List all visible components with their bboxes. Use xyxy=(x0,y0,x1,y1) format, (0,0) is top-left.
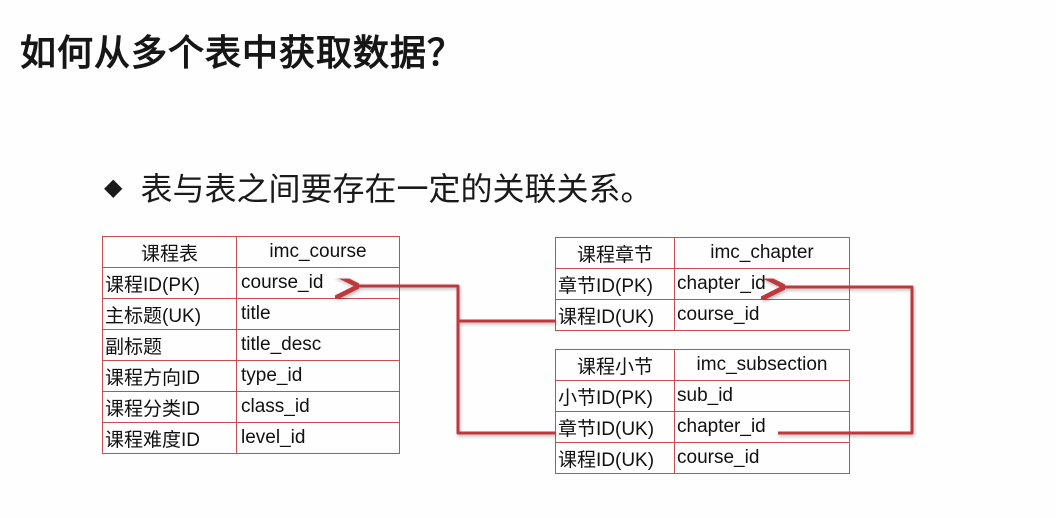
field-label: 课程ID(UK) xyxy=(555,442,675,474)
field-label: 课程分类ID xyxy=(102,391,237,423)
field-label: 副标题 xyxy=(102,329,237,361)
bullet-point: ◆ 表与表之间要存在一定的关联关系。 xyxy=(104,164,652,210)
table-row: 主标题(UK) title xyxy=(102,298,400,330)
table-row: 课程ID(UK) course_id xyxy=(555,442,850,474)
table-row: 课程ID(UK) course_id xyxy=(555,299,850,331)
table-row: 小节ID(PK) sub_id xyxy=(555,380,850,412)
table-header-row: 课程小节 imc_subsection xyxy=(555,349,850,381)
table-cn-name: 课程小节 xyxy=(555,349,675,381)
field-column: type_id xyxy=(236,360,400,392)
field-column: title_desc xyxy=(236,329,400,361)
field-column: course_id xyxy=(674,442,850,474)
field-label: 小节ID(PK) xyxy=(555,380,675,412)
field-label: 章节ID(PK) xyxy=(555,268,675,300)
slide-title: 如何从多个表中获取数据？ xyxy=(20,33,465,74)
table-row: 课程分类ID class_id xyxy=(102,391,400,423)
table-row: 课程难度ID level_id xyxy=(102,422,400,454)
table-row: 课程ID(PK) course_id xyxy=(102,267,400,299)
table-cn-name: 课程章节 xyxy=(555,237,675,269)
table-row: 章节ID(UK) chapter_id xyxy=(555,411,850,443)
field-label: 课程难度ID xyxy=(102,422,237,454)
field-label: 主标题(UK) xyxy=(102,298,237,330)
table-header-row: 课程表 imc_course xyxy=(102,236,400,268)
diamond-bullet-icon: ◆ xyxy=(104,173,123,201)
field-label: 课程ID(UK) xyxy=(555,299,675,331)
field-column: level_id xyxy=(236,422,400,454)
table-row: 章节ID(PK) chapter_id xyxy=(555,268,850,300)
field-column: class_id xyxy=(236,391,400,423)
field-label: 章节ID(UK) xyxy=(555,411,675,443)
field-column: title xyxy=(236,298,400,330)
table-row: 课程方向ID type_id xyxy=(102,360,400,392)
field-column: course_id xyxy=(236,267,400,299)
table-db-name: imc_subsection xyxy=(674,349,850,381)
subsection-table: 课程小节 imc_subsection 小节ID(PK) sub_id 章节ID… xyxy=(555,349,850,474)
table-db-name: imc_chapter xyxy=(674,237,850,269)
table-row: 副标题 title_desc xyxy=(102,329,400,361)
field-label: 课程ID(PK) xyxy=(102,267,237,299)
field-column: course_id xyxy=(674,299,850,331)
bullet-text: 表与表之间要存在一定的关联关系。 xyxy=(140,170,653,208)
course-table: 课程表 imc_course 课程ID(PK) course_id 主标题(UK… xyxy=(102,236,400,454)
field-column: chapter_id xyxy=(674,268,850,300)
chapter-table: 课程章节 imc_chapter 章节ID(PK) chapter_id 课程I… xyxy=(555,237,850,331)
field-column: sub_id xyxy=(674,380,850,412)
table-db-name: imc_course xyxy=(236,236,400,268)
table-header-row: 课程章节 imc_chapter xyxy=(555,237,850,269)
connector-subsection-course-to-course-id xyxy=(456,321,556,435)
field-column: chapter_id xyxy=(674,411,850,443)
field-label: 课程方向ID xyxy=(102,360,237,392)
table-cn-name: 课程表 xyxy=(102,236,237,268)
